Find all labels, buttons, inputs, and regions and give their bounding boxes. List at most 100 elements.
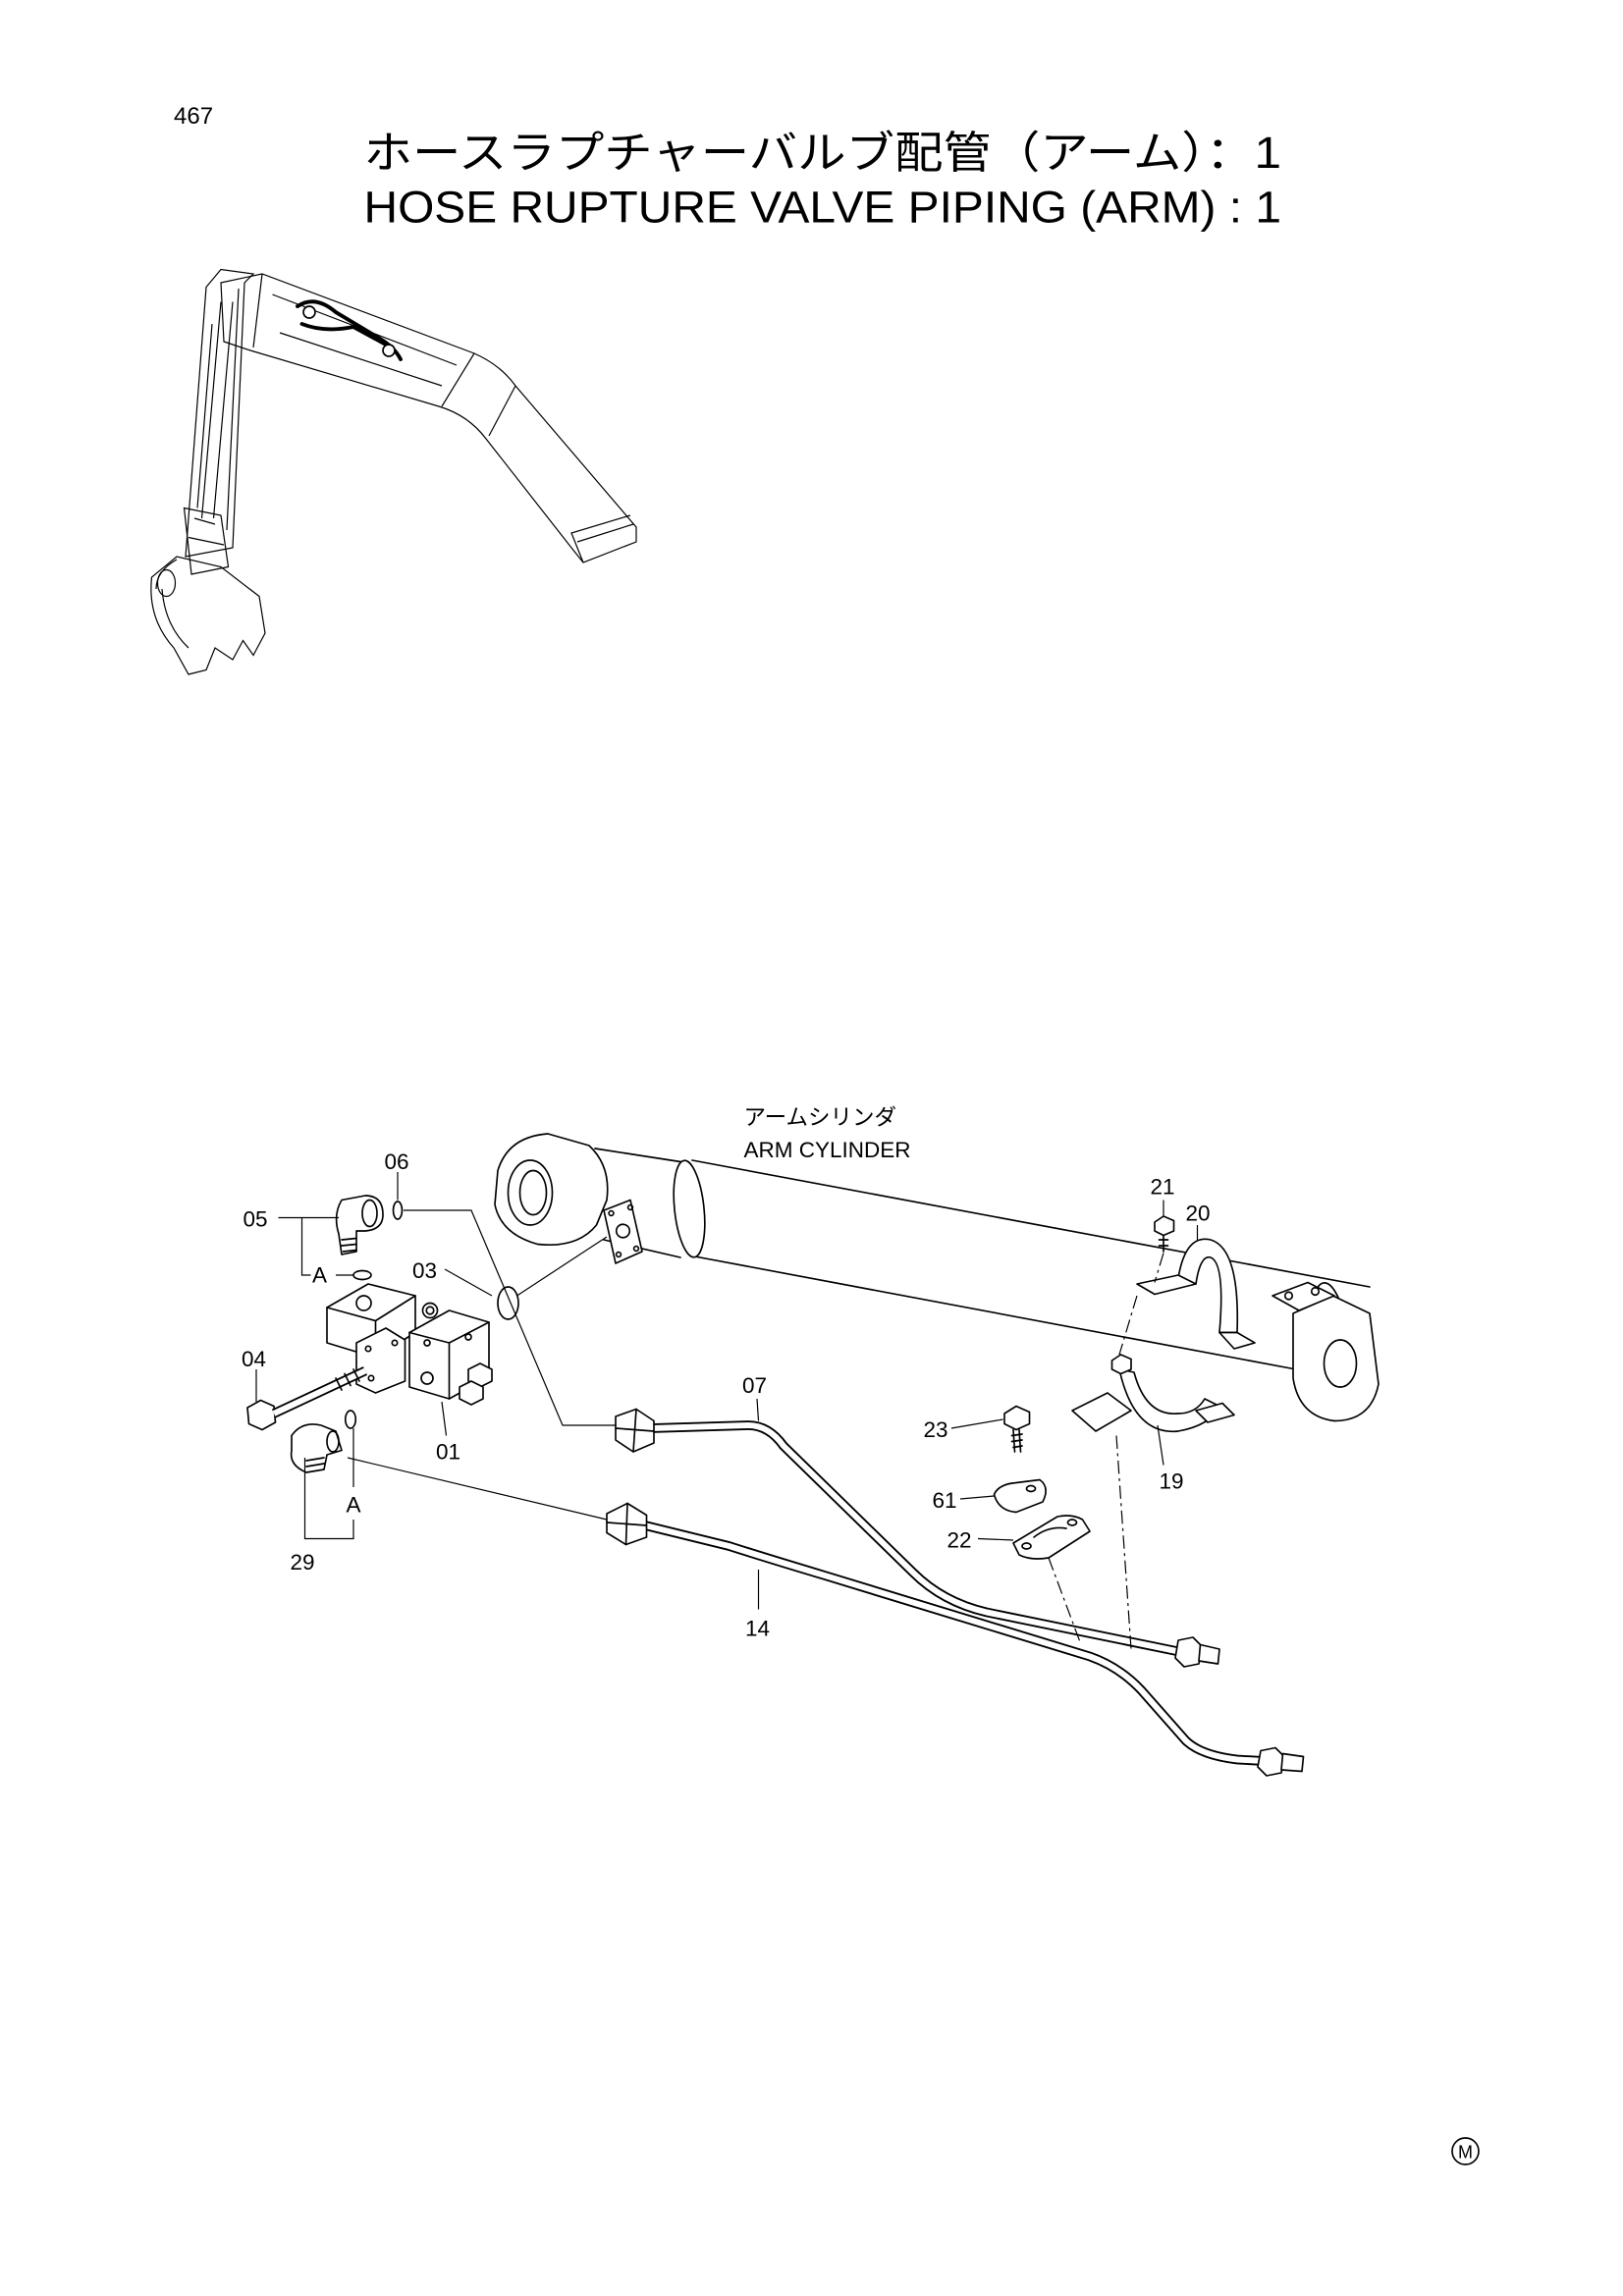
rod-eye-bracket — [1292, 1295, 1380, 1422]
bolt-04 — [246, 1366, 368, 1431]
bolt-04-shank — [272, 1367, 367, 1416]
view-mark-a-lower: A — [347, 1493, 361, 1518]
o-ring-03 — [497, 1286, 519, 1320]
valve-plug — [467, 1362, 493, 1388]
valve-fitting — [420, 1371, 434, 1385]
plate-screw — [367, 1374, 375, 1382]
leader-22 — [977, 1537, 1014, 1541]
bolt-23 — [1003, 1405, 1031, 1453]
boom-detail-lines — [252, 273, 634, 563]
o-ring-03-to-port-line — [516, 1236, 608, 1297]
arm-cylinder — [494, 1133, 1380, 1422]
page-number: 467 — [174, 103, 213, 130]
valve-inlet-port — [355, 1295, 372, 1311]
elbow-port — [361, 1199, 378, 1228]
port-hole — [615, 1223, 631, 1239]
title-japanese: ホースラプチャーバルブ配管（アーム）：1 — [364, 128, 1282, 178]
plate-hole — [1066, 1519, 1078, 1526]
pipe-07-fitting-right — [1174, 1636, 1203, 1668]
o-ring-upper — [352, 1269, 372, 1281]
lower-clamp-tab-left — [1071, 1392, 1132, 1432]
part-label-19: 19 — [1160, 1469, 1184, 1494]
upper-clamp-tab-left — [1136, 1274, 1197, 1296]
leader-lines — [255, 1172, 1199, 1610]
part-label-21: 21 — [1151, 1175, 1175, 1200]
boom-outline — [220, 273, 637, 563]
rod-eye-bore — [1323, 1339, 1358, 1388]
part-number-labels: 06 05 A 03 04 01 A 29 07 14 21 20 23 19 … — [242, 1149, 1211, 1641]
bolt-hex-head — [1154, 1215, 1175, 1237]
cylinder-eye-bore — [507, 1159, 554, 1226]
bolt-04-head — [246, 1399, 277, 1431]
elbow-05 — [335, 1195, 384, 1255]
alignment-lines — [347, 1209, 1164, 1650]
bucket-linkage — [183, 507, 230, 575]
part-label-22: 22 — [947, 1528, 972, 1553]
plate-22 — [1012, 1515, 1091, 1560]
elbow-29-to-pipe-14-line — [347, 1457, 608, 1521]
clamp-19-to-pipe-line — [1115, 1435, 1132, 1650]
plate-hole — [1021, 1542, 1032, 1550]
plate-body — [1012, 1515, 1091, 1560]
leader-19 — [1157, 1424, 1164, 1466]
lower-clamp-nut — [1110, 1354, 1132, 1375]
bolt-21-to-clamp-line — [1154, 1253, 1164, 1283]
clamp-20-to-clamp-19-line — [1118, 1295, 1138, 1356]
highlighted-piping — [296, 299, 403, 361]
part-label-29: 29 — [291, 1550, 315, 1575]
leader-07 — [756, 1398, 760, 1421]
elbow-29-port — [326, 1430, 340, 1453]
valve-plug — [459, 1380, 484, 1406]
port-flange — [603, 1199, 643, 1264]
arm-cylinder-label-en: ARM CYLINDER — [744, 1138, 911, 1162]
o-ring-06 — [392, 1201, 404, 1220]
part-label-01: 01 — [436, 1440, 460, 1465]
bucket-pin — [156, 568, 177, 598]
footer-mark-letter: M — [1458, 2142, 1473, 2162]
elbow-29-body — [290, 1423, 343, 1473]
pipe-14-thread — [1280, 1752, 1305, 1773]
footer-mark: M — [1451, 2137, 1480, 2165]
component-label: アームシリンダ ARM CYLINDER — [744, 1105, 911, 1162]
lower-clamp — [1071, 1354, 1235, 1433]
flange-bolt — [608, 1209, 615, 1217]
part-label-20: 20 — [1186, 1201, 1211, 1226]
plate-screw — [391, 1339, 399, 1347]
footer-mark-circle — [1451, 2137, 1480, 2165]
elbow-thread — [341, 1237, 357, 1253]
plate-saddle — [1033, 1526, 1067, 1538]
leader-61 — [959, 1495, 995, 1500]
highlighted-pipe — [296, 299, 403, 361]
flange-bolt — [615, 1251, 622, 1258]
leader-23 — [950, 1418, 1003, 1429]
part-label-61: 61 — [933, 1488, 957, 1513]
o-ring-06-to-pipe-07-line — [404, 1209, 616, 1426]
arm-outline — [185, 268, 255, 558]
clip-61 — [993, 1478, 1047, 1514]
clip-body — [993, 1478, 1047, 1514]
lower-clamp-tab-right — [1195, 1402, 1235, 1423]
lower-clamp-band — [1118, 1368, 1220, 1433]
pipe-07 — [615, 1408, 1220, 1668]
valve-01 — [326, 1283, 493, 1406]
leader-05 — [278, 1216, 353, 1276]
pipe-07-tube — [650, 1420, 1182, 1657]
cylinder-eye-bushing — [518, 1169, 548, 1216]
excavator-location-sketch — [150, 268, 637, 675]
clip-hole — [1025, 1484, 1037, 1493]
arm-cylinder-label-ja: アームシリンダ — [744, 1105, 896, 1130]
cylinder-barrel — [691, 1159, 1371, 1370]
upper-clamp-tab-right — [1218, 1331, 1256, 1350]
highlighted-valve — [302, 305, 316, 319]
pipe-14-fitting-right — [1257, 1746, 1285, 1777]
o-ring-lower — [344, 1410, 357, 1429]
flange-bolt — [626, 1203, 634, 1211]
page-header: 467 ホースラプチャーバルブ配管（アーム）：1 HOSE RUPTURE VA… — [174, 103, 1281, 233]
upper-clamp — [1136, 1238, 1256, 1350]
plate-22-to-pipe-line — [1048, 1557, 1082, 1645]
bolt-shank — [1010, 1428, 1023, 1453]
plate-screw — [364, 1345, 372, 1353]
pipe-14 — [606, 1502, 1305, 1777]
leader-01 — [441, 1401, 448, 1436]
bucket-outline — [150, 556, 266, 675]
